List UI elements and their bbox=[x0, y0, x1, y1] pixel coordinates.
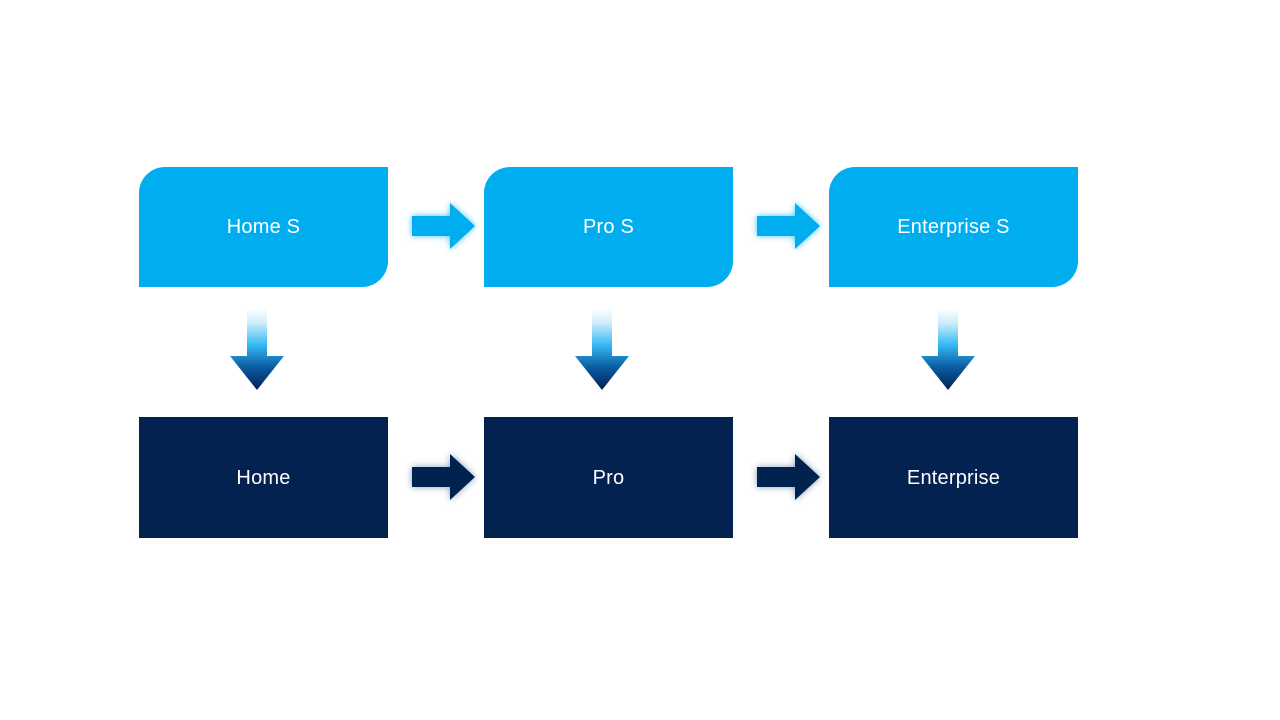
node-home[interactable]: Home bbox=[139, 417, 388, 538]
arrow-right-icon bbox=[412, 203, 475, 249]
node-pro-s-label: Pro S bbox=[582, 216, 635, 238]
arrow-down-icon bbox=[921, 308, 975, 390]
arrow-down-icon bbox=[230, 308, 284, 390]
arrow-down-icon bbox=[575, 308, 629, 390]
node-home-label: Home bbox=[236, 466, 291, 489]
arrow-right-icon bbox=[757, 203, 820, 249]
node-home-s[interactable]: Home S bbox=[139, 167, 388, 287]
arrow-home-s-to-home bbox=[226, 308, 288, 392]
arrow-home-to-pro bbox=[408, 449, 478, 505]
arrow-pro-s-to-pro bbox=[571, 308, 633, 392]
arrow-home-s-to-pro-s bbox=[408, 198, 478, 254]
arrow-pro-to-enterprise bbox=[753, 449, 823, 505]
node-enterprise-s-label: Enterprise S bbox=[897, 216, 1010, 238]
node-enterprise-s[interactable]: Enterprise S bbox=[829, 167, 1078, 287]
arrow-enterprise-s-to-enterprise bbox=[917, 308, 979, 392]
node-pro[interactable]: Pro bbox=[484, 417, 733, 538]
arrow-right-icon bbox=[757, 454, 820, 500]
arrow-right-icon bbox=[412, 454, 475, 500]
arrow-pro-s-to-enterprise-s bbox=[753, 198, 823, 254]
node-pro-s[interactable]: Pro S bbox=[484, 167, 733, 287]
node-pro-label: Pro bbox=[592, 466, 625, 489]
node-enterprise[interactable]: Enterprise bbox=[829, 417, 1078, 538]
node-enterprise-label: Enterprise bbox=[906, 466, 1001, 489]
node-home-s-label: Home S bbox=[226, 216, 301, 238]
